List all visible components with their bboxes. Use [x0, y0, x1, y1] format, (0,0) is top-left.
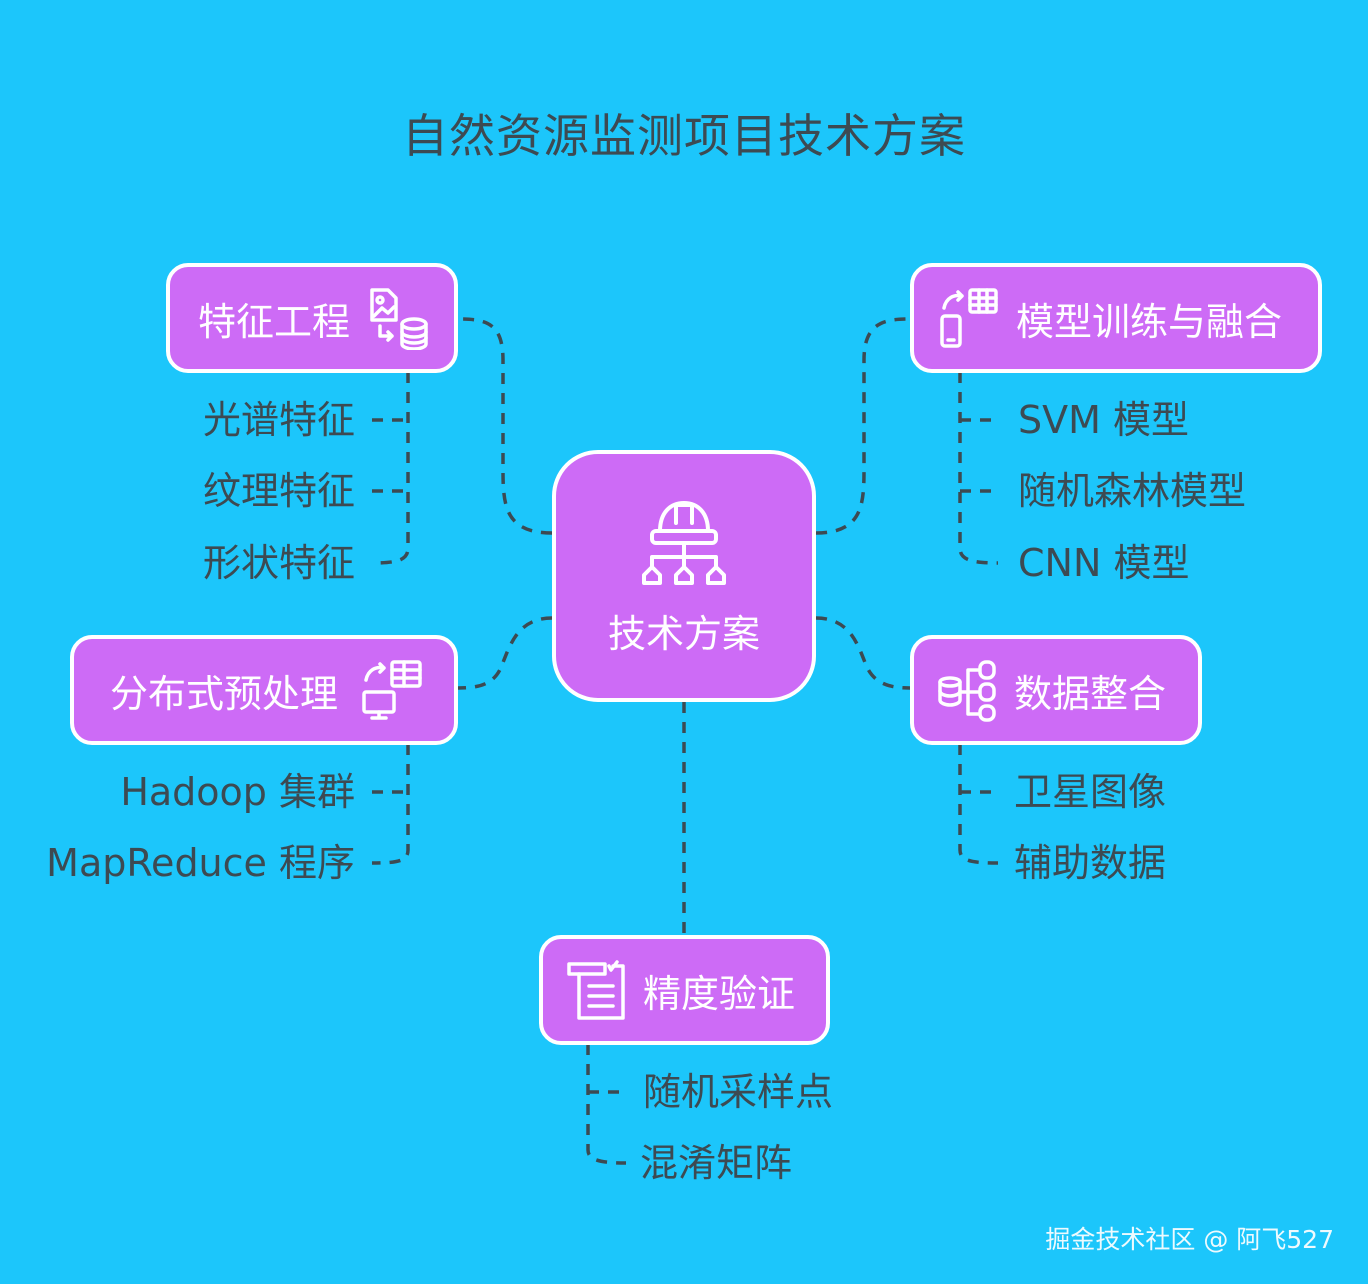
node-feature-engineering[interactable]: 特征工程	[166, 263, 458, 373]
leaf-random-sampling: 随机采样点	[643, 1070, 834, 1114]
center-label: 技术方案	[607, 611, 760, 656]
leaf-svm-model: SVM 模型	[1018, 398, 1189, 442]
diagram-title: 自然资源监测项目技术方案	[402, 109, 966, 163]
monitor-sync-table-icon	[360, 658, 424, 722]
node-distributed-preprocessing[interactable]: 分布式预处理	[70, 635, 458, 745]
connector-feature-leaves	[371, 372, 410, 565]
connector-model-leaves	[958, 372, 999, 565]
leaf-spectral-feature: 光谱特征	[202, 398, 355, 442]
connector-center-model	[815, 317, 911, 535]
leaf-satellite-image: 卫星图像	[1014, 770, 1167, 814]
leaf-random-forest-model: 随机森林模型	[1018, 469, 1247, 513]
connector-accuracy-leaves	[586, 1044, 627, 1165]
leaf-texture-feature: 纹理特征	[202, 469, 355, 513]
leaf-mapreduce-program: MapReduce 程序	[46, 841, 355, 885]
node-label: 数据整合	[1014, 671, 1167, 716]
connector-data-leaves	[958, 744, 999, 865]
center-node[interactable]: 技术方案	[552, 450, 816, 702]
node-label: 特征工程	[198, 299, 351, 344]
connector-center-preprocess	[457, 616, 553, 690]
database-tree-icon	[936, 658, 1000, 722]
node-model-training[interactable]: 模型训练与融合	[910, 263, 1322, 373]
connector-preprocess-leaves	[371, 744, 410, 865]
image-database-icon	[366, 286, 430, 350]
node-label: 精度验证	[643, 971, 796, 1016]
leaf-confusion-matrix: 混淆矩阵	[640, 1141, 793, 1185]
connector-center-data	[815, 616, 911, 690]
leaf-cnn-model: CNN 模型	[1018, 541, 1190, 585]
node-label: 模型训练与融合	[1016, 299, 1283, 344]
document-checklist-icon	[565, 958, 629, 1022]
leaf-hadoop-cluster: Hadoop 集群	[120, 770, 355, 814]
node-accuracy-validation[interactable]: 精度验证	[539, 935, 830, 1045]
connector-center-feature	[457, 317, 553, 535]
leaf-shape-feature: 形状特征	[202, 541, 355, 585]
phone-sync-table-icon	[936, 286, 1000, 350]
node-data-integration[interactable]: 数据整合	[910, 635, 1202, 745]
leaf-auxiliary-data: 辅助数据	[1014, 841, 1167, 885]
watermark: 掘金技术社区 @ 阿飞527	[1045, 1225, 1334, 1254]
hardhat-hierarchy-icon	[634, 495, 734, 591]
node-label: 分布式预处理	[110, 671, 339, 716]
